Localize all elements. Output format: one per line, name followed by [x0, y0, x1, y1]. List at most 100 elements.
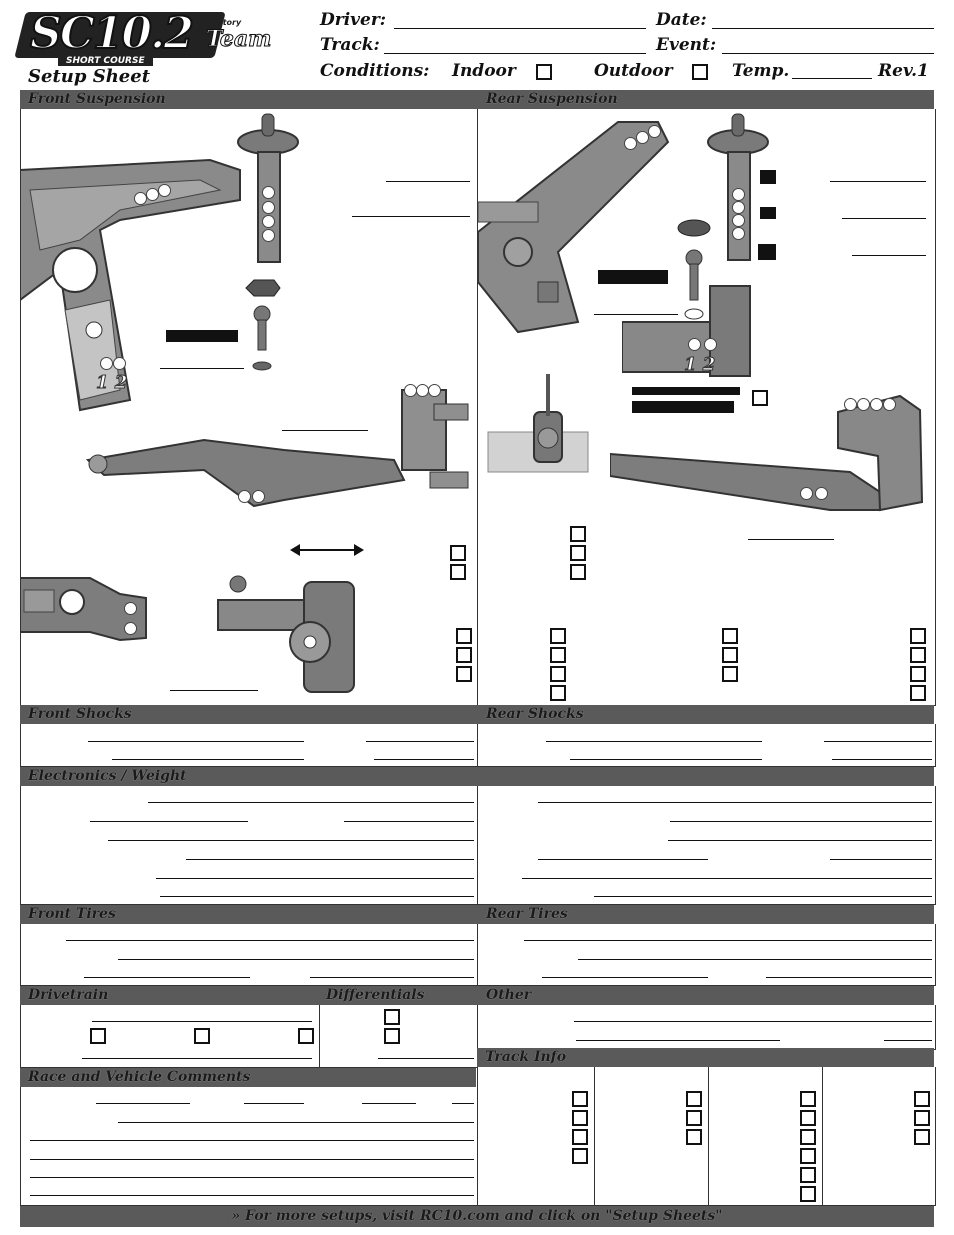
rear-shock-field-3[interactable] [570, 759, 762, 760]
track-checkbox-c3[interactable] [800, 1129, 816, 1145]
drivetrain-checkbox-3[interactable] [298, 1028, 314, 1044]
rear-arm-field[interactable] [748, 539, 834, 540]
track-checkbox-c1[interactable] [800, 1091, 816, 1107]
rear-tower-field-1[interactable] [830, 181, 926, 182]
rear-checkbox-b3[interactable] [550, 666, 566, 682]
rear-tire-field-2[interactable] [578, 959, 932, 960]
front-tire-field-3[interactable] [84, 977, 250, 978]
rear-checkbox-c2[interactable] [722, 647, 738, 663]
rear-checkbox-d4[interactable] [910, 685, 926, 701]
rear-link-checkbox[interactable] [752, 390, 768, 406]
electronics-field-6[interactable] [156, 878, 474, 879]
front-checkbox-a1[interactable] [450, 545, 466, 561]
race-field-1[interactable] [96, 1103, 190, 1104]
drivetrain-field-1[interactable] [92, 1021, 312, 1022]
drivetrain-checkbox-1[interactable] [90, 1028, 106, 1044]
diff-checkbox-2[interactable] [384, 1028, 400, 1044]
race-field-4[interactable] [452, 1103, 474, 1104]
race-field-2[interactable] [244, 1103, 304, 1104]
diff-field[interactable] [378, 1058, 474, 1059]
front-tower-field-2[interactable] [352, 216, 470, 217]
rear-checkbox-a2[interactable] [570, 545, 586, 561]
electronics-field-1[interactable] [148, 802, 474, 803]
rear-shock-field-1[interactable] [546, 741, 762, 742]
rear-tire-field-4[interactable] [766, 977, 932, 978]
rear-checkbox-a3[interactable] [570, 564, 586, 580]
rear-checkbox-b4[interactable] [550, 685, 566, 701]
rear-checkbox-a1[interactable] [570, 526, 586, 542]
electronics-field-2[interactable] [90, 821, 248, 822]
electronics-field-11[interactable] [538, 859, 708, 860]
rear-tower-field-2[interactable] [842, 218, 926, 219]
rear-checkbox-d2[interactable] [910, 647, 926, 663]
rear-checkbox-d3[interactable] [910, 666, 926, 682]
race-comment-line-2[interactable] [30, 1159, 474, 1160]
track-checkbox-b2[interactable] [686, 1110, 702, 1126]
temp-field[interactable] [792, 78, 872, 79]
other-field-1[interactable] [574, 1021, 932, 1022]
race-field-5[interactable] [118, 1122, 474, 1123]
electronics-field-10[interactable] [668, 840, 932, 841]
front-checkbox-b3[interactable] [456, 666, 472, 682]
front-checkbox-b2[interactable] [456, 647, 472, 663]
front-shock-field-3[interactable] [112, 759, 304, 760]
front-checkbox-a2[interactable] [450, 564, 466, 580]
other-field-3[interactable] [884, 1040, 932, 1041]
race-field-3[interactable] [362, 1103, 416, 1104]
front-steering-field[interactable] [170, 690, 258, 691]
front-shock-field-1[interactable] [88, 741, 304, 742]
track-checkbox-a4[interactable] [572, 1148, 588, 1164]
track-checkbox-c4[interactable] [800, 1148, 816, 1164]
rear-checkbox-c1[interactable] [722, 628, 738, 644]
drivetrain-field-2[interactable] [82, 1058, 312, 1059]
track-checkbox-d1[interactable] [914, 1091, 930, 1107]
track-checkbox-d2[interactable] [914, 1110, 930, 1126]
rear-tower-field-3[interactable] [852, 255, 926, 256]
rear-shock-field-4[interactable] [832, 759, 932, 760]
track-checkbox-b3[interactable] [686, 1129, 702, 1145]
rear-checkbox-b1[interactable] [550, 628, 566, 644]
indoor-checkbox[interactable] [536, 64, 552, 80]
front-tower-field-1[interactable] [386, 181, 470, 182]
rear-ballstud-field[interactable] [594, 314, 678, 315]
electronics-field-13[interactable] [522, 878, 932, 879]
front-tire-field-1[interactable] [66, 940, 474, 941]
track-field[interactable] [384, 53, 646, 54]
front-tire-field-2[interactable] [118, 959, 474, 960]
electronics-field-3[interactable] [344, 821, 474, 822]
track-checkbox-a2[interactable] [572, 1110, 588, 1126]
rear-shock-field-2[interactable] [824, 741, 932, 742]
electronics-field-12[interactable] [830, 859, 932, 860]
front-arm-field[interactable] [282, 430, 368, 431]
diff-checkbox-1[interactable] [384, 1009, 400, 1025]
track-checkbox-d3[interactable] [914, 1129, 930, 1145]
track-checkbox-c5[interactable] [800, 1167, 816, 1183]
drivetrain-checkbox-2[interactable] [194, 1028, 210, 1044]
electronics-field-7[interactable] [160, 896, 474, 897]
other-field-2[interactable] [576, 1040, 780, 1041]
front-shock-field-4[interactable] [374, 759, 474, 760]
race-comment-line-1[interactable] [30, 1140, 474, 1141]
driver-field[interactable] [394, 28, 646, 29]
electronics-field-8[interactable] [538, 802, 932, 803]
front-tire-field-4[interactable] [310, 977, 474, 978]
race-comment-line-3[interactable] [30, 1177, 474, 1178]
electronics-field-4[interactable] [108, 840, 474, 841]
electronics-field-5[interactable] [186, 859, 474, 860]
rear-checkbox-c3[interactable] [722, 666, 738, 682]
front-checkbox-b1[interactable] [456, 628, 472, 644]
rear-checkbox-d1[interactable] [910, 628, 926, 644]
track-checkbox-c6[interactable] [800, 1186, 816, 1202]
track-checkbox-a3[interactable] [572, 1129, 588, 1145]
outdoor-checkbox[interactable] [692, 64, 708, 80]
event-field[interactable] [722, 53, 934, 54]
track-checkbox-b1[interactable] [686, 1091, 702, 1107]
front-shock-field-2[interactable] [366, 741, 474, 742]
date-field[interactable] [712, 28, 934, 29]
front-ballstud-field[interactable] [160, 368, 244, 369]
race-comment-line-4[interactable] [30, 1195, 474, 1196]
electronics-field-9[interactable] [670, 821, 932, 822]
track-checkbox-a1[interactable] [572, 1091, 588, 1107]
rear-tire-field-1[interactable] [524, 940, 932, 941]
track-checkbox-c2[interactable] [800, 1110, 816, 1126]
